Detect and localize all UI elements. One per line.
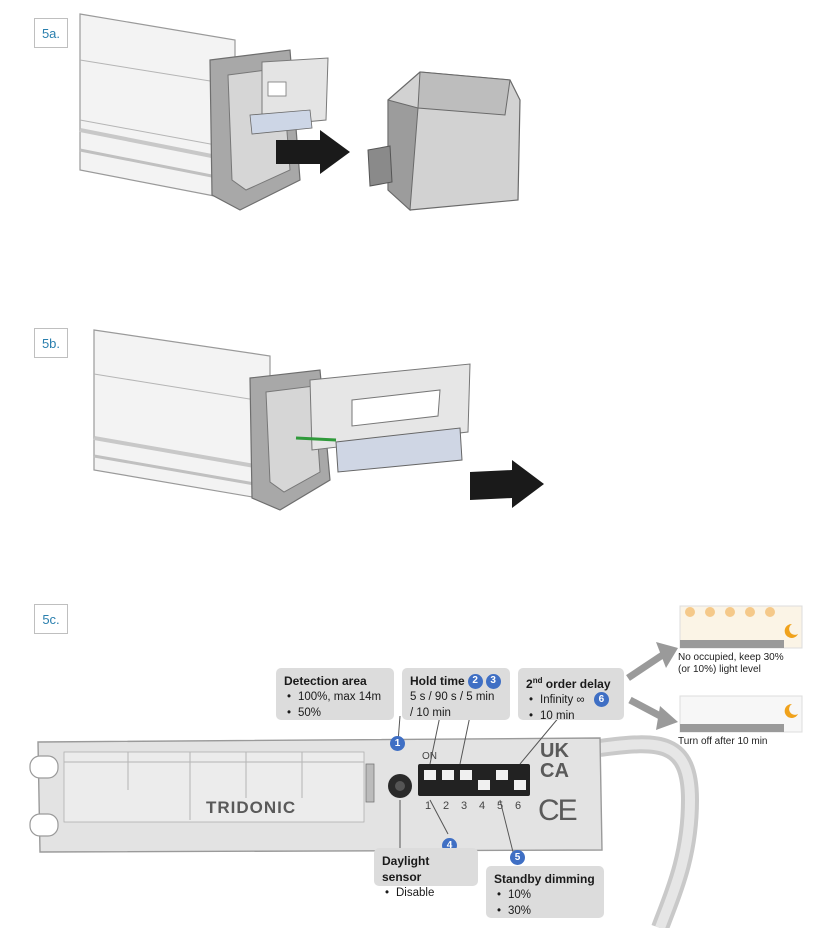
option-item: 10 min (540, 708, 616, 724)
callout-title: Standby dimming (494, 872, 595, 886)
step-label-5b: 5b. (34, 328, 68, 358)
ce-mark: CE (538, 794, 578, 827)
option-item: Disable (396, 885, 470, 901)
dip-number: 1 (425, 800, 432, 812)
step-label-5a: 5a. (34, 18, 68, 48)
callout-title: Daylight sensor (382, 854, 430, 884)
scene-caption-off: Turn off after 10 min (678, 736, 768, 747)
hold-time-values: 5 s / 90 s / 5 min (410, 691, 495, 703)
option-item: Infinity ∞ 6 (540, 692, 616, 708)
scene-caption-occupied: No occupied, keep 30% (or 10%) light lev… (678, 652, 784, 675)
callout-detection-area: Detection area 100%, max 14m 50% (276, 668, 394, 720)
marker-badge-2: 2 (467, 673, 483, 689)
dip-number: 6 (515, 800, 522, 812)
step-label-5c: 5c. (34, 604, 68, 634)
dip-number: 5 (497, 800, 504, 812)
dip-number: 3 (461, 800, 468, 812)
marker-badge-3: 3 (485, 673, 501, 689)
dip-number: 2 (443, 800, 450, 812)
callout-daylight-sensor: Daylight sensor Disable (374, 848, 478, 899)
illustration-5a (79, 13, 521, 212)
marker-badge-1: 1 (390, 736, 405, 751)
callout-title: Detection area (284, 674, 367, 688)
option-item: 100%, max 14m (298, 689, 386, 705)
option-item: 10% (508, 887, 596, 903)
ukca-mark-top: UK (540, 740, 569, 762)
dip-number: 4 (479, 800, 486, 812)
option-item: 50% (298, 705, 386, 721)
marker-badge-6: 6 (593, 692, 609, 708)
dip-on-label: ON (422, 751, 437, 762)
hold-time-values: / 10 min (410, 707, 451, 719)
illustration-5b (93, 329, 544, 511)
callout-title: Hold time (410, 674, 465, 688)
callout-second-order-delay: 2nd order delay Infinity ∞ 6 10 min (518, 668, 624, 722)
callout-hold-time: Hold time 2 3 5 s / 90 s / 5 min / 10 mi… (402, 668, 510, 720)
marker-badge-5: 5 (510, 850, 525, 865)
callout-standby-dimming: Standby dimming 10% 30% (486, 866, 604, 918)
option-item: 30% (508, 903, 596, 919)
ukca-mark-bottom: CA (540, 760, 569, 782)
callout-title: 2nd order delay (526, 676, 611, 691)
brand-logo: TRIDONIC (206, 798, 297, 817)
